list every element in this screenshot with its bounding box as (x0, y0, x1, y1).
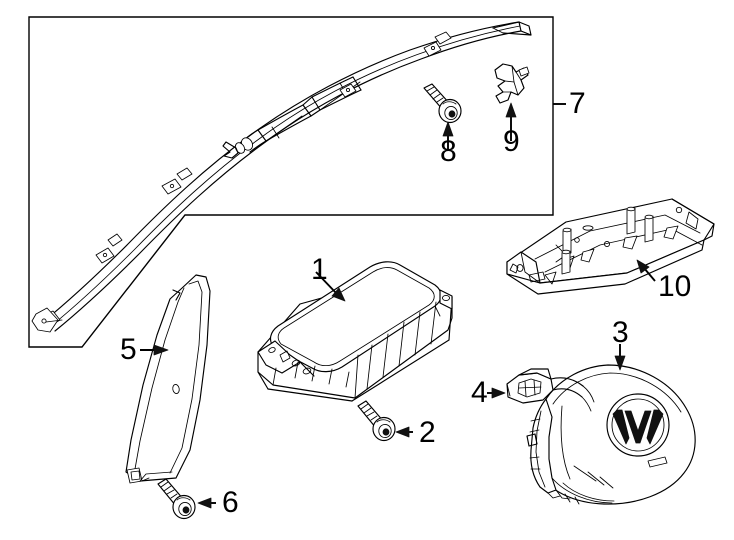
airbag-module-mounting-bolt-graphic (357, 400, 396, 442)
passenger-airbag-module-graphic (257, 261, 453, 402)
curtain-airbag-tab (434, 31, 452, 45)
callout-label-10: 10 (658, 270, 692, 303)
callout-label-6: 6 (222, 486, 239, 519)
bracket-stud (561, 249, 571, 275)
callout-leader-8 (442, 121, 454, 151)
curtain-airbag-tab (339, 83, 357, 98)
callout-leader-1 (315, 271, 346, 302)
callout-label-7: 7 (569, 87, 586, 120)
callout-label-8: 8 (440, 135, 457, 168)
curtain-airbag-tab (176, 167, 193, 181)
callout-leader-9 (505, 102, 517, 141)
assembly-boundary-box-7 (28, 16, 554, 348)
callout-label-1: 1 (311, 253, 328, 286)
pillar-trim-retaining-bolt-graphic (157, 478, 196, 520)
driver-airbag-module-graphic (526, 364, 696, 505)
callout-label-3: 3 (612, 316, 629, 349)
airbag-wire-harness-connector-graphic (506, 368, 595, 412)
callout-label-5: 5 (120, 333, 137, 366)
callout-leader-2 (395, 426, 413, 438)
curtain-airbag-mounting-bolt-graphic (423, 83, 462, 124)
callout-leader-5 (140, 344, 169, 356)
front-pillar-trim-panel-graphic (125, 274, 211, 484)
curtain-airbag-retaining-clip-graphic (494, 63, 530, 104)
bracket-stud (626, 206, 636, 235)
curtain-airbag-tab (95, 247, 115, 264)
callout-label-4: 4 (471, 376, 488, 409)
curtain-airbag-tab (107, 233, 123, 247)
callout-leader-3 (614, 344, 626, 371)
callout-label-2: 2 (419, 416, 436, 449)
callout-leader-10 (636, 259, 656, 282)
curtain-airbag-assembly-graphic (31, 21, 532, 333)
curtain-airbag-tab (161, 178, 182, 195)
callout-leader-6 (197, 497, 216, 509)
bracket-stud (644, 214, 654, 243)
curtain-airbag-tab (423, 41, 442, 57)
callout-label-9: 9 (503, 125, 520, 158)
callout-leader-4 (487, 387, 506, 399)
bracket-stud (562, 227, 572, 256)
vw-logo-emblem (606, 393, 670, 457)
knee-airbag-mounting-bracket-graphic (506, 198, 715, 295)
